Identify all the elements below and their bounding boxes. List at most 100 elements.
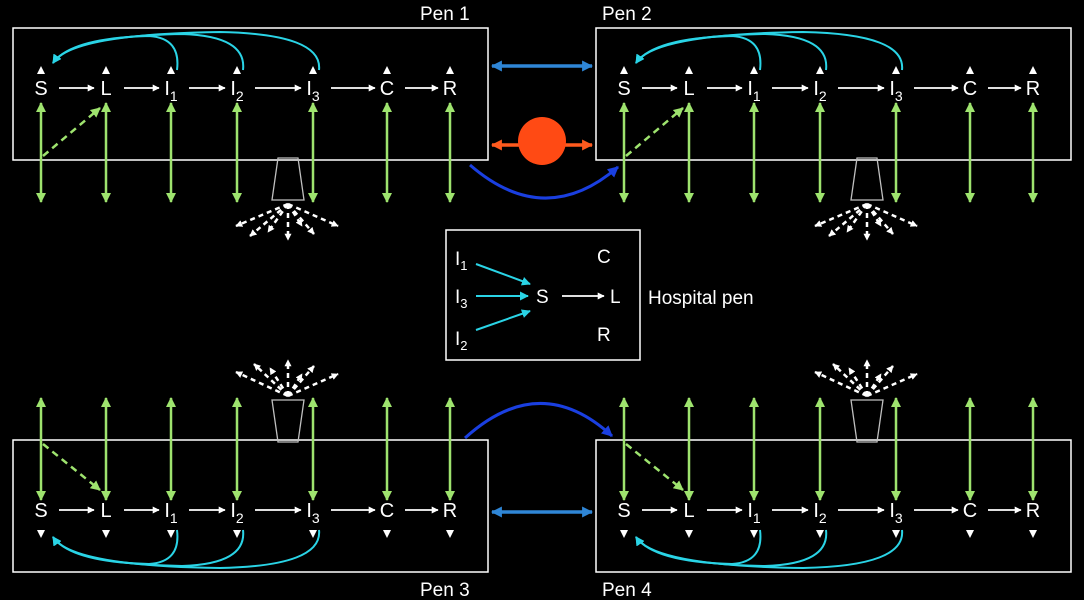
reinfection-arrow xyxy=(635,30,904,71)
state-I3: I3 xyxy=(889,78,903,104)
state-R: R xyxy=(1026,78,1040,100)
state-C: C xyxy=(380,78,394,100)
state-marker xyxy=(37,530,45,538)
state-I1: I1 xyxy=(164,500,178,526)
pen-links xyxy=(463,60,619,518)
hospital-pen-box: I1 I3 I2 S L C R xyxy=(445,229,641,361)
hospital-source-i3: I3 xyxy=(455,287,468,311)
state-marker xyxy=(233,66,241,74)
silo-icon xyxy=(235,359,339,443)
state-C: C xyxy=(963,500,977,522)
state-I2: I2 xyxy=(230,78,244,104)
state-L: L xyxy=(683,78,694,100)
state-marker xyxy=(892,66,900,74)
hospital-arrow-i1-s xyxy=(475,263,531,286)
state-marker xyxy=(102,66,110,74)
state-I3: I3 xyxy=(306,500,320,526)
state-I1: I1 xyxy=(747,500,761,526)
state-marker xyxy=(685,530,693,538)
state-I3: I3 xyxy=(889,500,903,526)
state-marker xyxy=(816,530,824,538)
hospital-arrow-i2-s xyxy=(475,309,531,331)
state-marker xyxy=(167,66,175,74)
pen-label: Pen 3 xyxy=(420,580,470,600)
dashed-infection-arrow xyxy=(42,443,101,491)
hospital-source-i2: I2 xyxy=(455,329,468,353)
pen-4: Pen 4 S L I1 I2 I3 C R xyxy=(595,359,1072,600)
state-I1: I1 xyxy=(747,78,761,104)
state-marker xyxy=(685,66,693,74)
dashed-infection-arrow xyxy=(625,107,684,157)
hospital-state-l: L xyxy=(610,287,621,308)
reinfection-arrow xyxy=(52,32,245,71)
state-I3: I3 xyxy=(306,78,320,104)
hospital-pen-label: Hospital pen xyxy=(648,288,754,309)
state-marker xyxy=(966,530,974,538)
state-S: S xyxy=(617,78,630,100)
vehicle-node xyxy=(518,117,566,165)
reinfection-arrow xyxy=(52,30,321,71)
state-C: C xyxy=(380,500,394,522)
state-marker xyxy=(383,530,391,538)
state-I1: I1 xyxy=(164,78,178,104)
state-L: L xyxy=(100,500,111,522)
reinfection-arrow xyxy=(52,529,179,566)
state-marker xyxy=(620,66,628,74)
silo-icon xyxy=(814,359,918,443)
state-marker xyxy=(1029,530,1037,538)
state-R: R xyxy=(1026,500,1040,522)
state-marker xyxy=(750,530,758,538)
reinfection-arrow xyxy=(635,529,828,568)
state-L: L xyxy=(683,500,694,522)
state-marker xyxy=(816,66,824,74)
reinfection-arrow xyxy=(635,529,762,566)
reinfection-arrow xyxy=(52,34,179,71)
reinfection-arrow xyxy=(635,32,828,71)
state-marker xyxy=(383,66,391,74)
pen-frame xyxy=(595,27,1072,161)
state-C: C xyxy=(963,78,977,100)
state-marker xyxy=(892,530,900,538)
hospital-state-s: S xyxy=(536,287,549,308)
state-marker xyxy=(309,66,317,74)
state-marker xyxy=(966,66,974,74)
pen1-to-pen2-curved-arrow xyxy=(469,163,619,200)
state-marker xyxy=(102,530,110,538)
silo-icon xyxy=(814,157,918,241)
state-marker xyxy=(446,66,454,74)
state-marker xyxy=(233,530,241,538)
pen-frame xyxy=(12,439,489,573)
hospital-state-r: R xyxy=(597,325,611,346)
silo-icon xyxy=(235,157,339,241)
pen3-to-pen4-curved-arrow xyxy=(463,402,614,440)
state-I2: I2 xyxy=(230,500,244,526)
state-I2: I2 xyxy=(813,78,827,104)
state-marker xyxy=(37,66,45,74)
dashed-infection-arrow xyxy=(625,443,684,491)
state-marker xyxy=(167,530,175,538)
state-S: S xyxy=(617,500,630,522)
hospital-state-c: C xyxy=(597,247,611,268)
pen-frame xyxy=(595,439,1072,573)
reinfection-arrow xyxy=(52,529,245,568)
reinfection-arrow xyxy=(52,529,321,570)
pen-label: Pen 4 xyxy=(602,580,652,600)
state-R: R xyxy=(443,500,457,522)
state-R: R xyxy=(443,78,457,100)
state-marker xyxy=(750,66,758,74)
state-S: S xyxy=(34,500,47,522)
reinfection-arrow xyxy=(635,529,904,570)
state-marker xyxy=(620,530,628,538)
state-marker xyxy=(1029,66,1037,74)
pen-3: Pen 3 S L I1 I2 I3 C R xyxy=(12,359,489,600)
dashed-infection-arrow xyxy=(42,107,101,157)
reinfection-arrow xyxy=(635,34,762,71)
pen-label: Pen 1 xyxy=(420,4,470,25)
hospital-source-i1: I1 xyxy=(455,249,468,273)
state-marker xyxy=(309,530,317,538)
state-I2: I2 xyxy=(813,500,827,526)
